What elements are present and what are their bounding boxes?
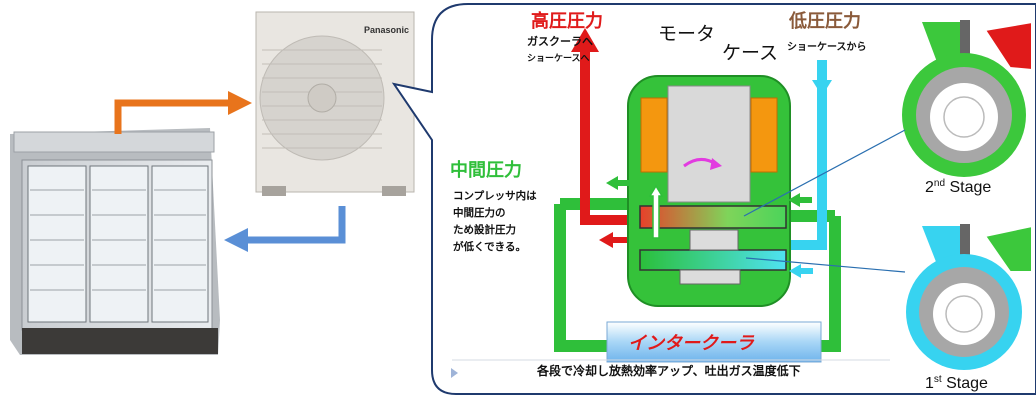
mid-arrow-left <box>606 176 618 190</box>
second-stage-label: 2nd Stage <box>925 178 991 196</box>
outdoor-unit: Panasonic <box>255 11 415 196</box>
internal-arrow-up <box>648 184 664 239</box>
stator-right <box>750 97 778 173</box>
mid-pressure-note-4: が低くできる。 <box>453 240 526 253</box>
green-arrow-in <box>788 193 800 207</box>
motor-block <box>667 85 751 203</box>
high-pressure-desc-1: ガスクーラへ <box>527 34 593 48</box>
mid-pressure-title: 中間圧力 <box>450 159 522 181</box>
mid-pressure-note-3: ため設計圧力 <box>453 223 516 236</box>
second-stage-chamber <box>639 205 787 229</box>
stator-left <box>640 97 668 173</box>
red-arrow-left <box>599 232 613 248</box>
refrigerant-out-arrow <box>114 99 232 134</box>
high-pressure-desc-2: ショーケースへ <box>527 53 590 64</box>
intercooler-bar <box>606 321 822 363</box>
blue-arrowhead <box>224 228 248 252</box>
case-label: ケース <box>722 42 778 64</box>
compressor-diagram <box>554 28 841 363</box>
bottom-caption: 各段で冷却し放熱効率アップ、吐出ガス温度低下 <box>536 363 801 378</box>
high-pressure-arrow <box>571 28 599 52</box>
first-stage-diagram <box>906 224 1033 370</box>
motor-label: モータ <box>658 23 715 45</box>
mid-pressure-note-1: コンプレッサ内は <box>453 189 537 202</box>
cyan-arrow-in <box>789 264 801 278</box>
low-pressure-desc: ショーケースから <box>787 41 867 53</box>
first-stage-label: 1st Stage <box>925 374 988 392</box>
showcase-cabinet <box>10 128 220 355</box>
low-pressure-title: 低圧圧力 <box>788 10 861 32</box>
brand-logo-text: Panasonic <box>364 25 409 35</box>
caption-bullet-icon <box>451 368 458 378</box>
leader-line-first-stage <box>745 257 906 273</box>
low-pressure-arrow <box>812 80 832 96</box>
refrigerant-return-arrow <box>244 206 346 244</box>
orange-arrowhead <box>228 91 252 115</box>
intercooler-label: インタークーラ <box>628 333 755 354</box>
high-pressure-title: 高圧圧力 <box>531 10 603 32</box>
second-stage-diagram <box>902 20 1033 177</box>
mid-pressure-note-2: 中間圧力の <box>453 206 506 219</box>
leader-line-second-stage <box>743 129 906 217</box>
